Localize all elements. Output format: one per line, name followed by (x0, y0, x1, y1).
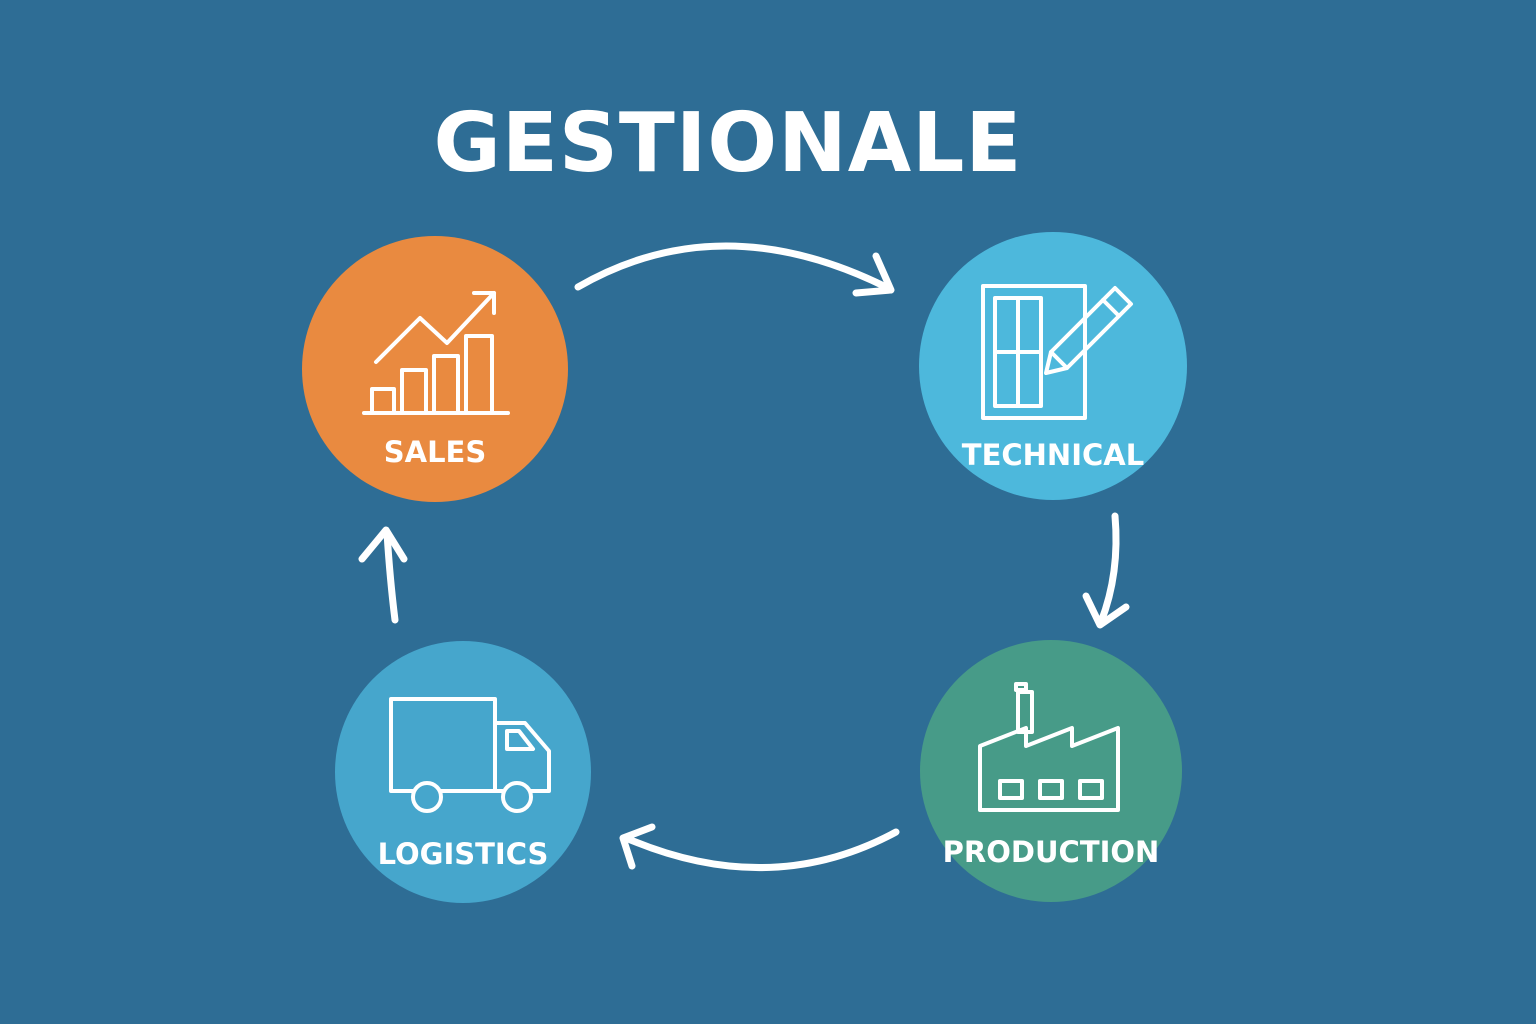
node-label-sales: SALES (383, 435, 487, 469)
node-label-logistics: LOGISTICS (377, 837, 549, 871)
growth-chart-icon (362, 291, 510, 415)
node-production: PRODUCTION (920, 640, 1182, 902)
diagram-title: GESTIONALE (433, 96, 1023, 191)
blueprint-pencil-icon (981, 284, 1133, 420)
node-technical: TECHNICAL (919, 232, 1187, 500)
factory-icon (978, 682, 1120, 812)
arrow-production-to-logistics (619, 823, 900, 871)
node-label-technical: TECHNICAL (961, 438, 1145, 472)
node-sales: SALES (302, 236, 568, 502)
delivery-truck-icon (389, 697, 551, 813)
arrow-sales-to-technical (574, 242, 895, 297)
node-logistics: LOGISTICS (335, 641, 591, 903)
node-label-production: PRODUCTION (942, 835, 1160, 869)
arrow-logistics-to-sales (358, 526, 408, 624)
arrow-technical-to-production (1082, 512, 1130, 629)
